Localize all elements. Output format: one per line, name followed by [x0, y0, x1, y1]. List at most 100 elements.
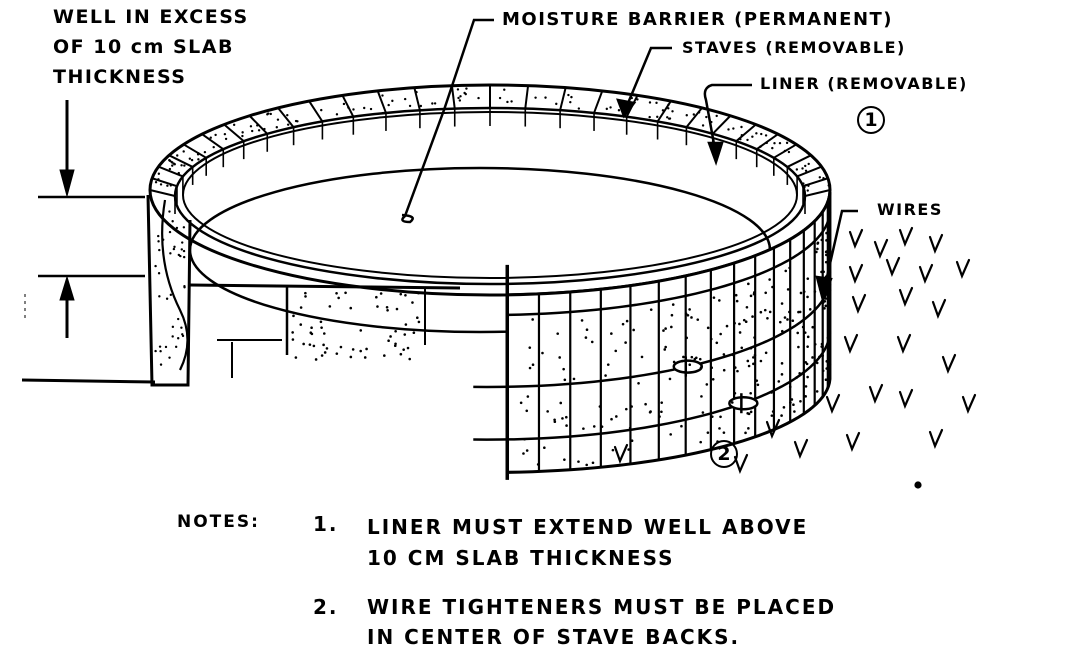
stipple-dot: [387, 339, 390, 343]
stipple-dot: [666, 116, 669, 119]
stipple-dot: [803, 331, 807, 334]
stipple-dot: [806, 375, 809, 379]
ground-speck: [914, 481, 922, 489]
stipple-dot: [771, 410, 775, 413]
stipple-dot: [719, 415, 722, 419]
stipple-dot: [773, 142, 776, 145]
stipple-dot: [644, 402, 647, 406]
stipple-dot: [722, 431, 726, 434]
stipple-dot: [667, 103, 670, 107]
stipple-dot: [785, 141, 789, 145]
stipple-dot: [671, 110, 674, 113]
stipple-dot: [179, 254, 182, 258]
stipple-dot: [746, 138, 749, 142]
stave-top-division: [524, 85, 530, 109]
stipple-dot: [806, 189, 809, 192]
arrow-icon: [707, 141, 724, 166]
stipple-dot: [214, 133, 217, 137]
stipple-dot: [824, 378, 828, 382]
stipple-dot: [744, 320, 748, 324]
stipple-dot: [700, 395, 703, 398]
stipple-dot: [823, 299, 827, 303]
stipple-dot: [383, 354, 386, 357]
stipple-dot: [802, 182, 805, 185]
wire-1: [473, 279, 832, 389]
stipple-dot: [174, 345, 178, 349]
stipple-dot: [610, 417, 613, 421]
stipple-dot: [722, 368, 726, 372]
stipple-dot: [649, 308, 653, 311]
stipple-dot: [630, 405, 633, 408]
stipple-dot: [182, 226, 186, 229]
stipple-dot: [498, 96, 502, 100]
stipple-dot: [269, 112, 272, 116]
stipple-dot: [292, 314, 295, 318]
stipple-dot: [411, 301, 414, 304]
stipple-dot: [722, 353, 726, 356]
staves-leader: [624, 46, 672, 109]
stipple-dot: [457, 96, 460, 100]
stipple-dot: [276, 118, 280, 121]
stipple-dot: [667, 117, 671, 120]
stipple-dot: [580, 319, 584, 322]
stipple-dot: [671, 303, 675, 306]
grass-tuft: [845, 431, 861, 452]
stipple-dot: [680, 424, 683, 428]
arrow-icon: [616, 98, 637, 119]
arrow-icon: [815, 275, 833, 305]
stipple-dot: [166, 184, 169, 187]
stipple-dot: [632, 328, 635, 332]
stipple-dot: [572, 377, 576, 381]
grass-tuft: [873, 238, 889, 259]
liner-label: LINER (REMOVABLE): [760, 74, 968, 93]
stipple-dot: [712, 296, 716, 299]
stipple-dot: [755, 379, 759, 382]
stipple-dot: [433, 102, 437, 105]
stipple-dot: [553, 418, 556, 422]
stipple-dot: [719, 332, 722, 336]
stipple-dot: [813, 290, 817, 293]
stipple-dot: [695, 356, 698, 360]
stipple-dot: [822, 176, 825, 180]
stipple-dot: [624, 407, 628, 411]
stipple-dot: [399, 292, 403, 296]
stipple-dot: [756, 383, 760, 387]
stipple-dot: [744, 431, 747, 435]
stipple-dot: [733, 366, 737, 369]
stipple-dot: [322, 332, 326, 335]
stipple-dot: [786, 288, 790, 291]
stipple-dot: [335, 291, 338, 295]
stipple-dot: [416, 316, 419, 320]
stipple-dot: [648, 101, 652, 104]
stipple-dot: [165, 297, 169, 300]
stipple-dot: [181, 241, 184, 244]
note-2-line-1: WIRE TIGHTENERS MUST BE PLACED: [367, 595, 837, 619]
stipple-dot: [176, 317, 180, 321]
stipple-dot: [818, 176, 822, 179]
stave-top-division: [735, 123, 757, 142]
stipple-dot: [740, 346, 744, 350]
stave-top-division: [786, 154, 812, 168]
stipple-dot: [731, 353, 735, 357]
stipple-dot: [406, 346, 410, 350]
stipple-dot: [828, 246, 831, 249]
stipple-dot: [534, 96, 537, 99]
stave-top-division: [248, 115, 268, 135]
leader-lines: [401, 18, 858, 305]
stipple-dot: [158, 248, 161, 252]
stave-top-division: [559, 87, 567, 111]
stipple-dot: [795, 168, 799, 171]
stipple-dot: [696, 318, 700, 321]
stipple-dot: [605, 107, 609, 111]
stipple-dot: [412, 331, 416, 335]
stipple-dot: [820, 342, 824, 346]
stipple-dot: [458, 99, 462, 102]
stipple-dot: [359, 349, 362, 353]
thickness-annotation-line-1: WELL IN EXCESS: [53, 6, 249, 28]
stipple-dot: [606, 363, 610, 366]
stipple-dot: [624, 341, 627, 344]
stipple-dot: [223, 132, 227, 136]
stipple-dot: [322, 343, 325, 347]
stipple-dot: [314, 358, 318, 361]
stave-top-division: [308, 100, 324, 123]
